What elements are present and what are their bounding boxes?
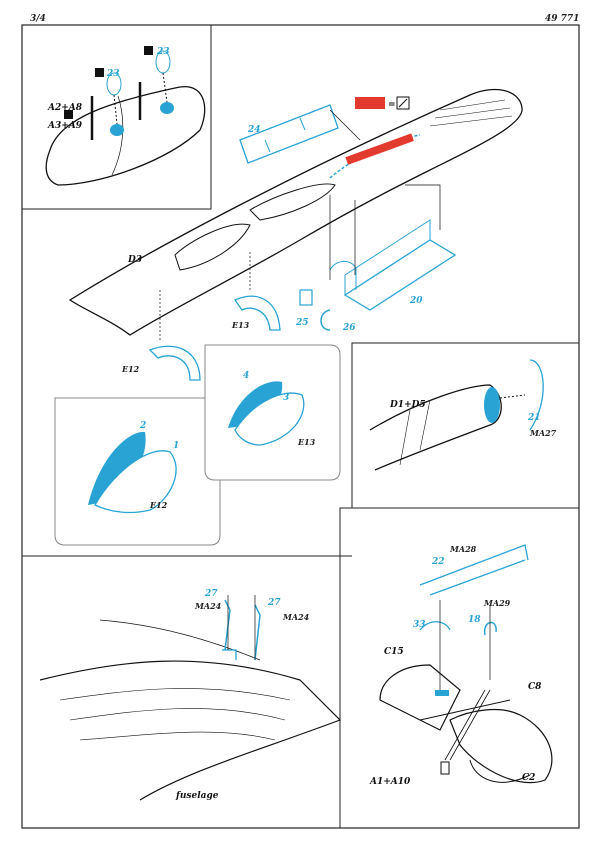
wing-root-group bbox=[39, 599, 342, 801]
part-1-label: 1 bbox=[173, 441, 179, 451]
part-4-panel bbox=[228, 381, 283, 428]
label-c15: C15 bbox=[384, 647, 404, 657]
ref-ma24-a: MA24 bbox=[194, 601, 222, 611]
part-22-label: 22 bbox=[431, 557, 445, 567]
part-25-label: 25 bbox=[295, 318, 309, 328]
panel-right-mid bbox=[351, 342, 580, 509]
part-25-plate bbox=[299, 289, 313, 306]
landing-gear-group bbox=[379, 544, 553, 784]
ref-ma29: MA29 bbox=[483, 598, 511, 608]
part-e13-frame bbox=[234, 295, 281, 331]
label-a2a8: A2+A8 bbox=[47, 103, 83, 113]
part-26-label: 26 bbox=[342, 323, 356, 333]
ref-e12-top: E12 bbox=[121, 364, 140, 374]
label-a1a10: A1+A10 bbox=[369, 777, 411, 787]
ref-ma28: MA28 bbox=[449, 544, 477, 554]
panel-top-left bbox=[22, 25, 212, 210]
part-3-panel bbox=[234, 392, 305, 446]
label-a3a9: A3+A9 bbox=[47, 121, 83, 131]
ref-e13-detail: E13 bbox=[297, 437, 316, 447]
part-23-label-b: 23 bbox=[156, 47, 170, 57]
ref-e13-top: E13 bbox=[231, 320, 250, 330]
drop-tank-group bbox=[45, 46, 206, 186]
ref-ma27: MA27 bbox=[529, 428, 557, 438]
part-21-label: 21 bbox=[527, 413, 541, 423]
label-fuselage: fuselage bbox=[175, 791, 219, 801]
label-d1d5: D1+D5 bbox=[389, 400, 426, 410]
part-20-label: 20 bbox=[409, 296, 423, 306]
fuselage-d3-group bbox=[68, 88, 523, 336]
label-c2: C2 bbox=[522, 773, 535, 783]
page-number: 3/4 bbox=[30, 14, 46, 24]
part-e12-frame bbox=[148, 345, 201, 381]
label-c8: C8 bbox=[528, 682, 542, 692]
part-27-label-b: 27 bbox=[267, 598, 281, 608]
part-2-label: 2 bbox=[139, 421, 146, 431]
nose-d1d5-group bbox=[369, 359, 544, 471]
panel-bottom-right bbox=[339, 507, 579, 828]
part-1-panel bbox=[94, 450, 177, 514]
part-24-label: 24 bbox=[247, 125, 261, 135]
part-18-label: 18 bbox=[468, 615, 481, 625]
ref-ma24-b: MA24 bbox=[282, 612, 310, 622]
part-27-label-a: 27 bbox=[204, 589, 218, 599]
part-20-tray bbox=[329, 219, 457, 311]
part-3-label: 3 bbox=[283, 393, 289, 403]
part-2-panel bbox=[88, 431, 146, 505]
part-33-label: 33 bbox=[413, 620, 426, 630]
part-4-label: 4 bbox=[243, 371, 249, 381]
part-26-hook bbox=[320, 309, 331, 331]
part-23-label-a: 23 bbox=[106, 69, 120, 79]
label-d3: D3 bbox=[127, 255, 142, 265]
part-24-panel bbox=[239, 104, 339, 164]
equals-sign: = bbox=[388, 100, 396, 110]
paint-red-swatch bbox=[355, 97, 385, 109]
ref-e12-detail: E12 bbox=[149, 500, 168, 510]
kit-code: 49 771 bbox=[545, 14, 580, 24]
